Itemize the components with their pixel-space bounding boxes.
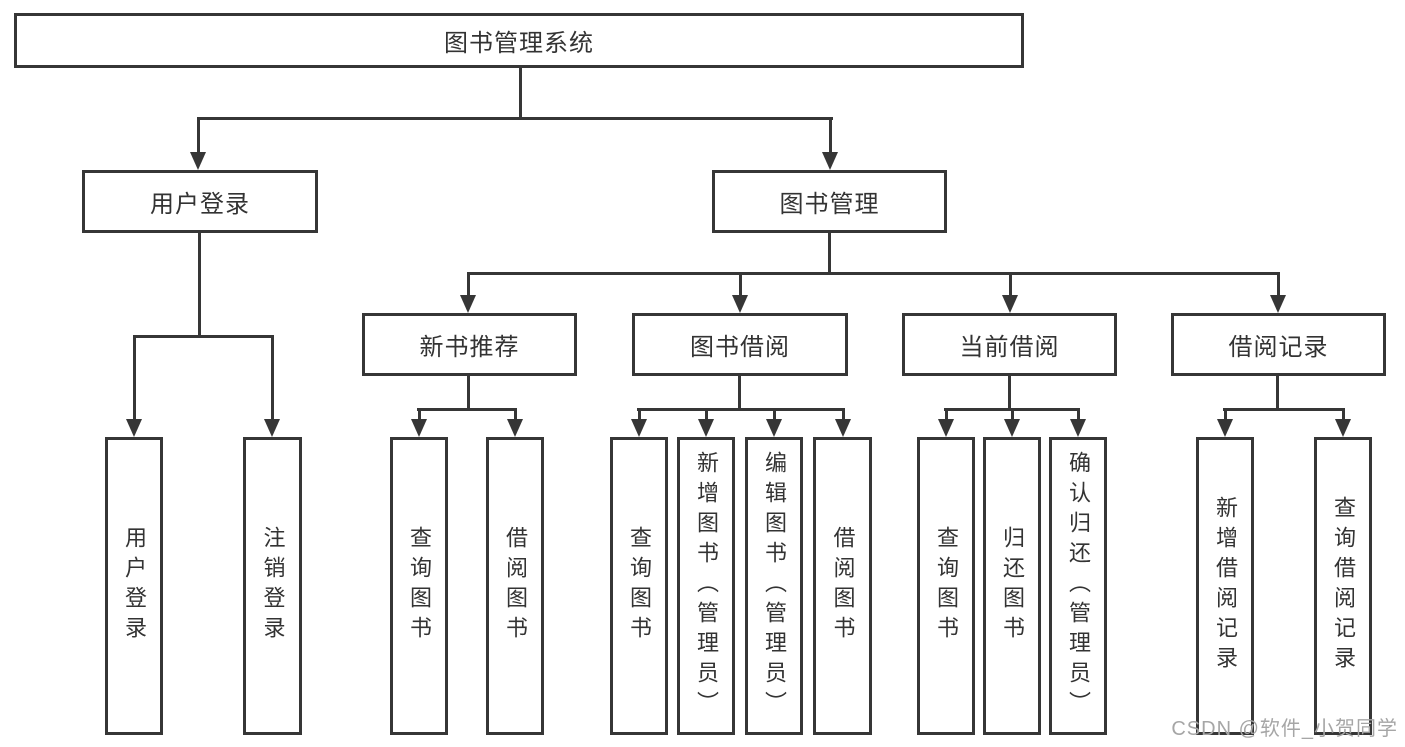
leaf-label: 查询图书 — [934, 526, 959, 646]
leaf-edit-books-admin: 编辑图书（管理员） — [745, 437, 803, 735]
leaf-add-books-admin: 新增图书（管理员） — [677, 437, 735, 735]
leaf-borrow-books-recommend: 借阅图书 — [486, 437, 544, 735]
leaf-logout: 注销登录 — [243, 437, 302, 735]
leaf-label: 新增借阅记录 — [1213, 496, 1238, 676]
leaf-add-borrow-record: 新增借阅记录 — [1196, 437, 1254, 735]
node-user-login: 用户登录 — [82, 170, 318, 233]
node-current-borrowing: 当前借阅 — [902, 313, 1117, 376]
connector-arrow-shaft — [705, 408, 708, 419]
arrow-down-icon — [1335, 419, 1351, 437]
leaf-label: 查询借阅记录 — [1331, 496, 1356, 676]
connector-arrow-shaft — [739, 272, 742, 295]
connector-arrow-shaft — [197, 117, 200, 152]
connector-arrow-shaft — [1009, 272, 1012, 295]
arrow-down-icon — [822, 152, 838, 170]
node-label: 图书管理系统 — [444, 30, 594, 57]
connector-arrow-shaft — [1011, 408, 1014, 419]
connector-line — [198, 233, 201, 337]
connector-arrow-shaft — [271, 335, 274, 419]
connector-arrow-shaft — [945, 408, 948, 419]
leaf-label: 确认归还（管理员） — [1066, 451, 1091, 721]
arrow-down-icon — [411, 419, 427, 437]
arrow-down-icon — [1004, 419, 1020, 437]
arrow-down-icon — [1217, 419, 1233, 437]
leaf-label: 注销登录 — [260, 526, 286, 646]
node-library-management-system: 图书管理系统 — [14, 13, 1024, 68]
connector-arrow-shaft — [514, 408, 517, 419]
leaf-label: 新增图书（管理员） — [694, 451, 719, 721]
arrow-down-icon — [835, 419, 851, 437]
leaf-borrow-books-borrowing: 借阅图书 — [813, 437, 872, 735]
arrow-down-icon — [190, 152, 206, 170]
connector-line — [828, 233, 831, 275]
arrow-down-icon — [264, 419, 280, 437]
node-label: 当前借阅 — [959, 334, 1060, 361]
connector-line — [519, 67, 522, 120]
node-book-management: 图书管理 — [712, 170, 947, 233]
connector-line — [133, 335, 274, 338]
arrow-down-icon — [1070, 419, 1086, 437]
connector-line — [1008, 376, 1011, 410]
leaf-label: 借阅图书 — [503, 526, 528, 646]
arrow-down-icon — [460, 295, 476, 313]
leaf-label: 查询图书 — [627, 526, 652, 646]
connector-arrow-shaft — [1224, 408, 1227, 419]
connector-line — [467, 272, 1280, 275]
connector-line — [1223, 408, 1344, 411]
connector-arrow-shaft — [1077, 408, 1080, 419]
connector-arrow-shaft — [842, 408, 845, 419]
connector-arrow-shaft — [638, 408, 641, 419]
connector-arrow-shaft — [1277, 272, 1280, 295]
arrow-down-icon — [631, 419, 647, 437]
leaf-user-login: 用户登录 — [105, 437, 163, 735]
node-label: 图书管理 — [779, 191, 880, 218]
arrow-down-icon — [126, 419, 142, 437]
node-label: 图书借阅 — [690, 334, 790, 361]
arrow-down-icon — [507, 419, 523, 437]
leaf-confirm-return-admin: 确认归还（管理员） — [1049, 437, 1107, 735]
leaf-query-books-recommend: 查询图书 — [390, 437, 448, 735]
connector-line — [197, 117, 833, 120]
leaf-label: 查询图书 — [407, 526, 432, 646]
connector-line — [738, 376, 741, 410]
node-new-book-recommend: 新书推荐 — [362, 313, 577, 376]
connector-line — [417, 408, 517, 411]
leaf-label: 用户登录 — [122, 526, 147, 646]
arrow-down-icon — [1002, 295, 1018, 313]
arrow-down-icon — [732, 295, 748, 313]
node-borrowing-records: 借阅记录 — [1171, 313, 1386, 376]
leaf-query-books-borrowing: 查询图书 — [610, 437, 668, 735]
connector-arrow-shaft — [133, 335, 136, 419]
leaf-label: 借阅图书 — [830, 526, 856, 646]
connector-arrow-shaft — [467, 272, 470, 295]
arrow-down-icon — [938, 419, 954, 437]
arrow-down-icon — [698, 419, 714, 437]
watermark: CSDN @软件_小贺同学 — [1171, 718, 1398, 740]
node-label: 借阅记录 — [1228, 334, 1329, 361]
connector-arrow-shaft — [418, 408, 421, 419]
connector-line — [1276, 376, 1279, 410]
connector-arrow-shaft — [829, 117, 832, 152]
arrow-down-icon — [766, 419, 782, 437]
connector-line — [467, 376, 470, 410]
connector-arrow-shaft — [1342, 408, 1345, 419]
leaf-query-books-current: 查询图书 — [917, 437, 975, 735]
arrow-down-icon — [1270, 295, 1286, 313]
node-book-borrowing: 图书借阅 — [632, 313, 848, 376]
leaf-label: 编辑图书（管理员） — [762, 451, 787, 721]
node-label: 用户登录 — [150, 191, 250, 218]
leaf-label: 归还图书 — [1000, 526, 1025, 646]
connector-arrow-shaft — [773, 408, 776, 419]
leaf-return-books: 归还图书 — [983, 437, 1041, 735]
node-label: 新书推荐 — [419, 334, 520, 361]
connector-line — [637, 408, 844, 411]
leaf-query-borrow-record: 查询借阅记录 — [1314, 437, 1372, 735]
